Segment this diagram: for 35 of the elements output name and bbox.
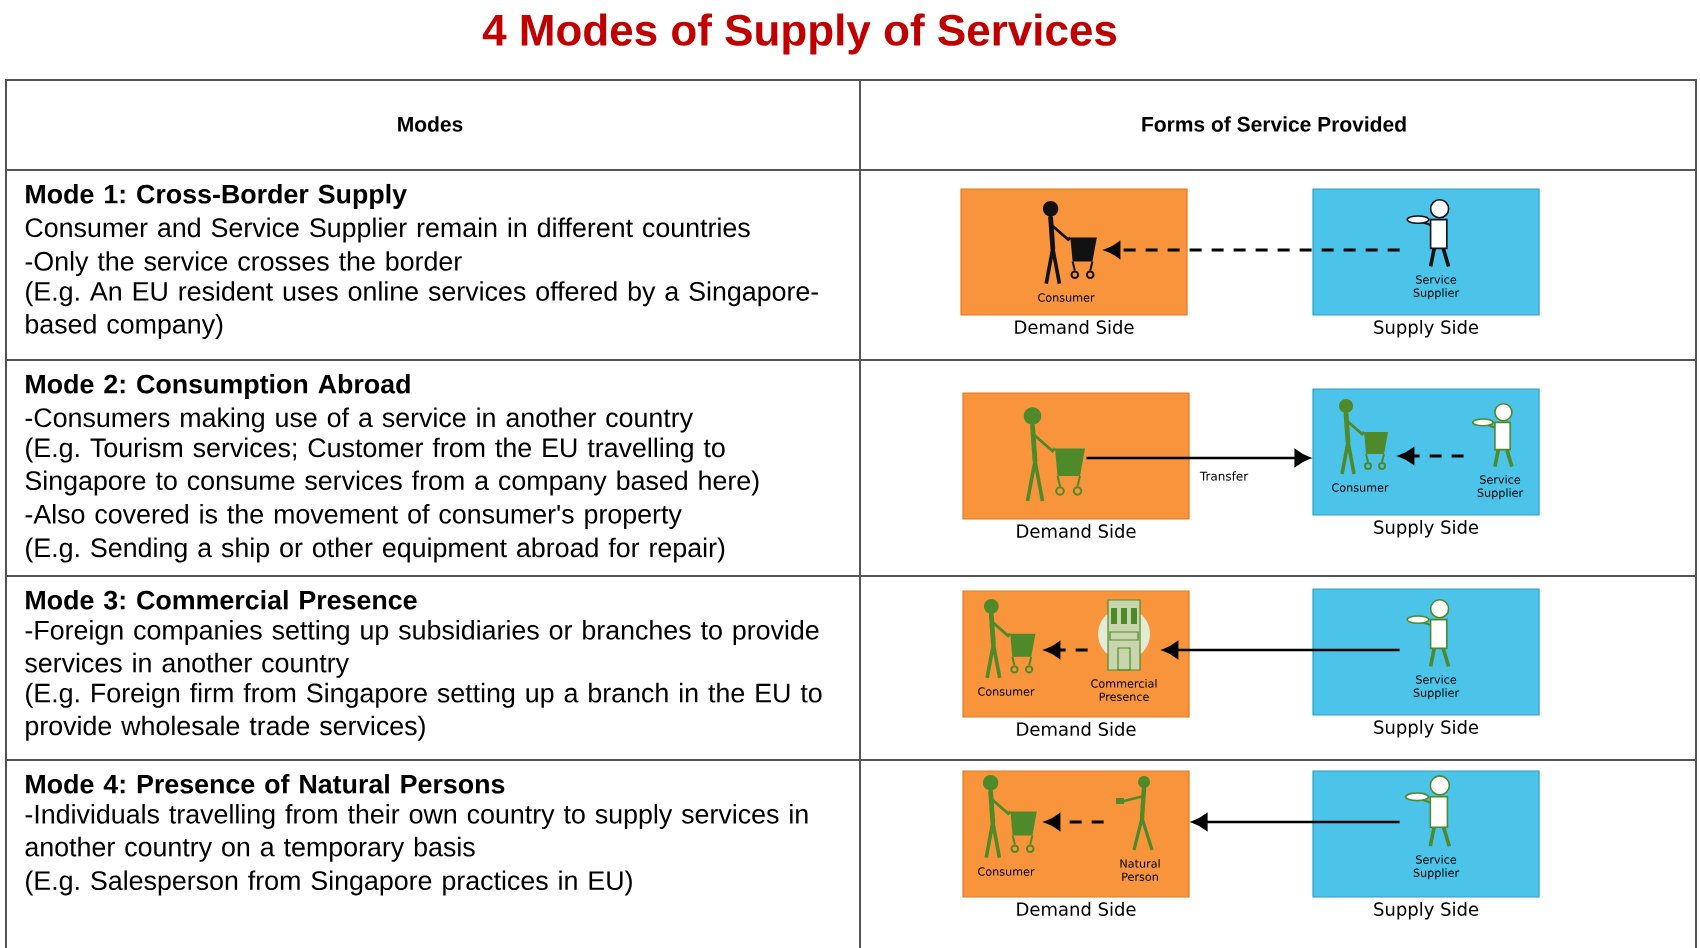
mode-description: (E.g. Sending a ship or other equipment abroad for repair) — [26, 537, 725, 563]
mode-description: -Foreign companies setting up subsidiaries or branches to provide services in another country — [25, 620, 819, 678]
arrow — [1045, 813, 1104, 831]
mode-description: -Individuals travelling from their own country to supply services in another country on a temporary basis — [25, 804, 808, 862]
arrow — [1399, 447, 1464, 465]
column-header: Forms of Service Provided — [1142, 116, 1406, 132]
node-label: Demand Side — [1017, 722, 1136, 736]
node-label: Supply Side — [1374, 720, 1479, 738]
mode-description: -Consumers making use of a service in another country — [25, 407, 693, 433]
mode-description: (E.g. Salesperson from Singapore practices in EU) — [26, 870, 632, 896]
mode-description: -Also covered is the movement of consumer's property — [25, 504, 682, 529]
node-label: Demand Side — [1017, 902, 1136, 916]
mode-heading: Mode 1: Cross-Border Supply — [26, 183, 407, 209]
mode-description: (E.g. Foreign firm from Singapore setting up a branch in the EU to provide wholesale trade services) — [26, 682, 822, 741]
mode-description: (E.g. An EU resident uses online services offered by a Singapore-based company) — [26, 281, 819, 339]
demand-side-box: Demand Side — [962, 392, 1190, 538]
node-label: Demand Side — [1015, 320, 1134, 334]
node-label: Supply Side — [1374, 902, 1479, 920]
arrow — [1086, 449, 1310, 467]
shopper-figure — [1023, 407, 1085, 503]
mode-description: -Only the service crosses the border — [25, 251, 462, 277]
column-header: Modes — [398, 116, 463, 132]
node-label: Supply Side — [1374, 520, 1479, 538]
arrow — [1045, 641, 1088, 659]
node-label: Supply Side — [1374, 320, 1479, 338]
mode-heading: Mode 4: Presence of Natural Persons — [26, 773, 505, 794]
arrow — [1105, 241, 1400, 259]
arrow — [1162, 641, 1400, 659]
mode-heading: Mode 2: Consumption Abroad — [26, 373, 410, 399]
node-label: Demand Side — [1017, 524, 1136, 538]
mode-description: (E.g. Tourism services; Customer from the EU travelling to Singapore to consume services from a company based here) — [25, 437, 759, 496]
title: 4 Modes of Supply of Services — [482, 13, 1117, 55]
mode-description: Consumer and Service Supplier remain in different countries — [25, 217, 750, 243]
mode-heading: Mode 3: Commercial Presence — [26, 589, 417, 610]
arrow — [1192, 813, 1400, 831]
